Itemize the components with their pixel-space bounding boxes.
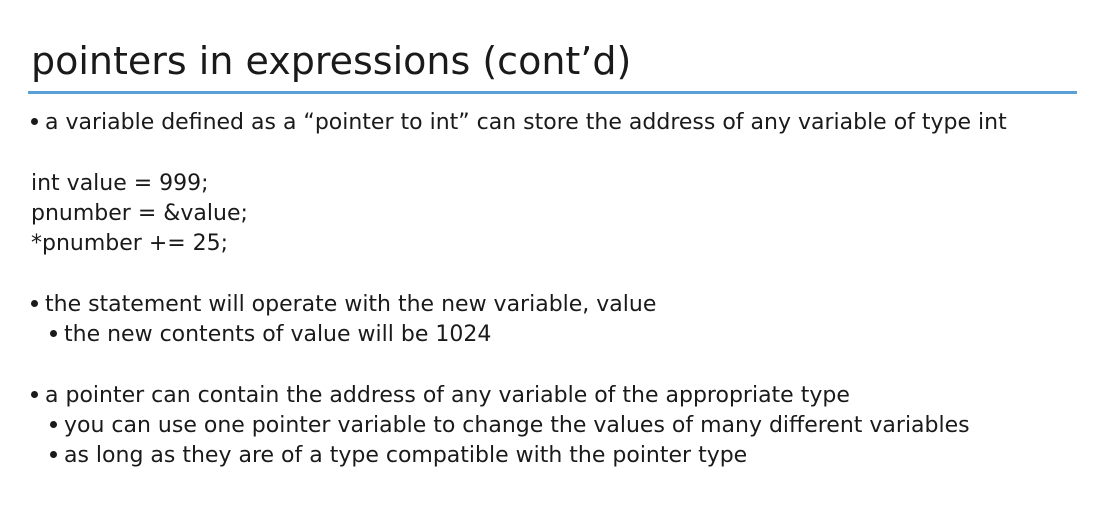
sub-bullet-text: the new contents of value will be 1024 — [64, 322, 492, 347]
bullet-icon — [31, 290, 45, 320]
code-line: int value = 999; — [31, 171, 209, 196]
bullet-text: a pointer can contain the address of any… — [45, 383, 850, 408]
code-line: pnumber = &value; — [31, 201, 248, 226]
sub-bullet-text: you can use one pointer variable to chan… — [64, 413, 970, 438]
sub-bullet-item: as long as they are of a type compatible… — [50, 441, 747, 471]
sub-bullet-text: as long as they are of a type compatible… — [64, 443, 748, 468]
sub-bullet-item: you can use one pointer variable to chan… — [50, 411, 970, 441]
bullet-icon — [50, 441, 64, 471]
slide-title: pointers in expressions (cont’d) — [31, 39, 632, 83]
code-line: *pnumber += 25; — [31, 231, 229, 256]
bullet-item: the statement will operate with the new … — [31, 290, 656, 320]
bullet-icon — [50, 411, 64, 441]
bullet-icon — [31, 108, 45, 138]
sub-bullet-item: the new contents of value will be 1024 — [50, 320, 491, 350]
bullet-item: a variable defined as a “pointer to int”… — [31, 108, 1007, 138]
bullet-text: a variable defined as a “pointer to int”… — [45, 110, 1007, 135]
bullet-item: a pointer can contain the address of any… — [31, 381, 850, 411]
title-underline — [28, 91, 1077, 94]
bullet-icon — [31, 381, 45, 411]
bullet-text: the statement will operate with the new … — [45, 292, 657, 317]
bullet-icon — [50, 320, 64, 350]
